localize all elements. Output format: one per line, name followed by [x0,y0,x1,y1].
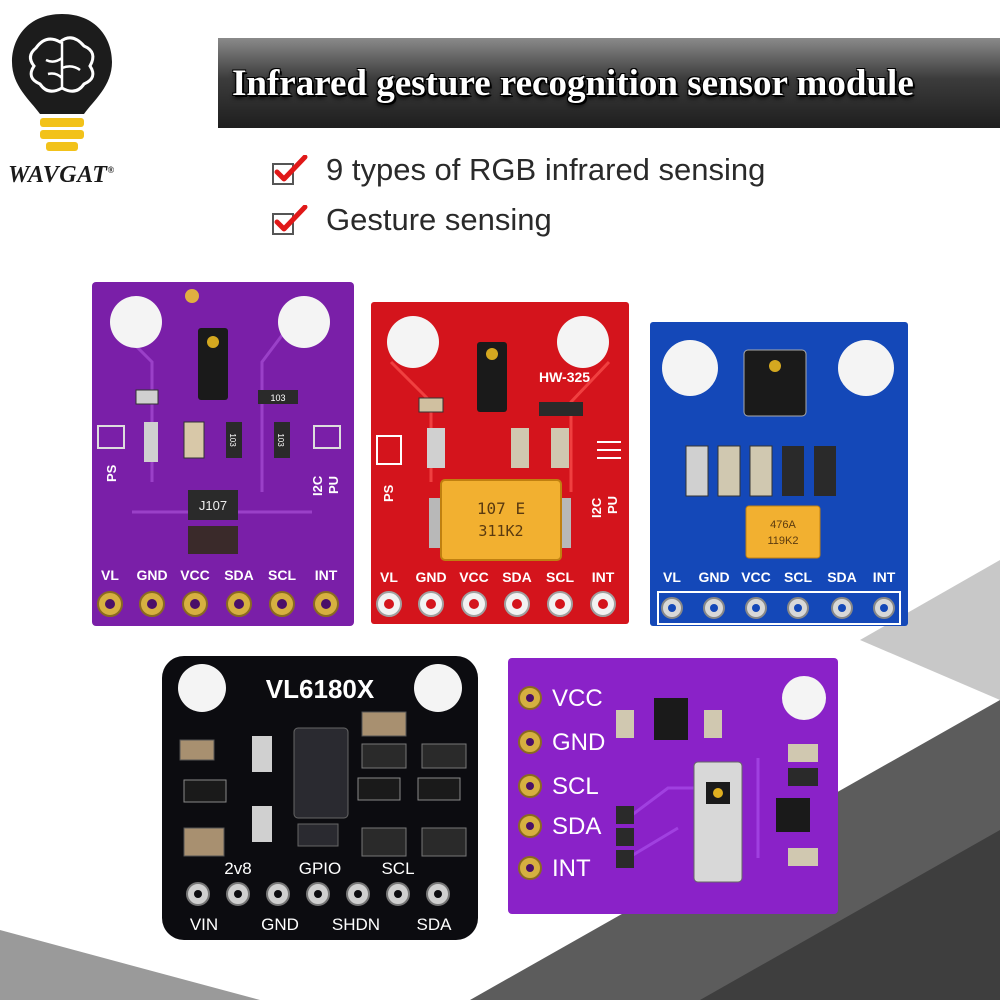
svg-text:PS: PS [381,484,396,502]
svg-text:GPIO: GPIO [299,859,342,878]
black-board-graphic: VL6180X 2v8 GPIO SCL VIN GND SHDN SDA [162,656,478,940]
red-board-graphic: HW-325 PS I2C PU 107 E 311K2 VL GND VCC … [371,302,629,624]
svg-text:SCL: SCL [546,569,574,585]
feature-item: Gesture sensing [272,200,552,240]
banner-title: Infrared gesture recognition sensor modu… [232,63,914,104]
svg-text:INT: INT [592,569,615,585]
svg-text:103: 103 [228,433,237,447]
svg-text:SCL: SCL [552,773,599,800]
checkmark-icon [272,205,308,235]
svg-text:INT: INT [873,569,896,585]
svg-text:VL: VL [663,569,681,585]
svg-text:I2C: I2C [589,497,604,518]
violet-board-graphic: VCC GND SCL SDA INT [508,658,838,914]
svg-text:GND: GND [698,569,729,585]
brand-logo-text: WAVGAT® [8,162,115,188]
feature-text: Gesture sensing [326,202,552,237]
black-vl6180x-board: VL6180X 2v8 GPIO SCL VIN GND SHDN SDA [162,656,478,940]
svg-text:GND: GND [552,729,605,756]
svg-text:I2C: I2C [310,475,325,496]
svg-text:INT: INT [552,855,591,882]
svg-text:VCC: VCC [741,569,771,585]
svg-text:GND: GND [261,915,299,934]
svg-text:476A: 476A [770,519,796,531]
svg-text:SCL: SCL [784,569,812,585]
svg-text:103: 103 [276,433,285,447]
svg-text:PS: PS [104,464,119,482]
svg-text:VL: VL [380,569,398,585]
svg-text:SHDN: SHDN [332,915,380,934]
title-banner [218,38,1000,128]
svg-text:VCC: VCC [180,567,210,583]
svg-text:SCL: SCL [268,567,296,583]
svg-text:SDA: SDA [552,813,601,840]
svg-text:PU: PU [605,496,620,514]
svg-text:SCL: SCL [381,859,414,878]
svg-text:SDA: SDA [417,915,453,934]
red-sensor-board: HW-325 PS I2C PU 107 E 311K2 VL GND VCC … [371,302,629,624]
svg-text:GND: GND [136,567,167,583]
svg-text:VL6180X: VL6180X [266,674,375,704]
checkmark-icon [272,155,308,185]
blue-board-graphic: 476A 119K2 VL GND VCC SCL SDA INT [650,322,908,626]
svg-text:J107: J107 [199,498,227,513]
svg-text:119K2: 119K2 [768,535,799,547]
svg-text:VCC: VCC [459,569,489,585]
svg-text:2v8: 2v8 [224,859,251,878]
feature-item: 9 types of RGB infrared sensing [272,150,765,190]
svg-text:VCC: VCC [552,685,603,712]
svg-text:HW-325: HW-325 [539,369,590,385]
svg-text:VIN: VIN [190,915,218,934]
svg-text:GND: GND [415,569,446,585]
brain-bulb-logo-icon [12,14,112,151]
svg-text:VL: VL [101,567,119,583]
blue-sensor-board: 476A 119K2 VL GND VCC SCL SDA INT [650,322,908,626]
svg-text:107 E: 107 E [477,499,525,518]
purple-sensor-board: 103 103 103 PS I2C PU J107 VL GND VCC SD… [92,282,354,626]
feature-text: 9 types of RGB infrared sensing [326,152,766,187]
svg-text:SDA: SDA [502,569,532,585]
svg-text:INT: INT [315,567,338,583]
purple-board-graphic: 103 103 103 PS I2C PU J107 VL GND VCC SD… [92,282,354,626]
svg-text:103: 103 [270,393,285,403]
svg-text:PU: PU [326,476,341,494]
svg-text:311K2: 311K2 [478,522,523,540]
svg-text:SDA: SDA [827,569,857,585]
violet-sensor-board: VCC GND SCL SDA INT [508,658,838,914]
svg-text:SDA: SDA [224,567,254,583]
